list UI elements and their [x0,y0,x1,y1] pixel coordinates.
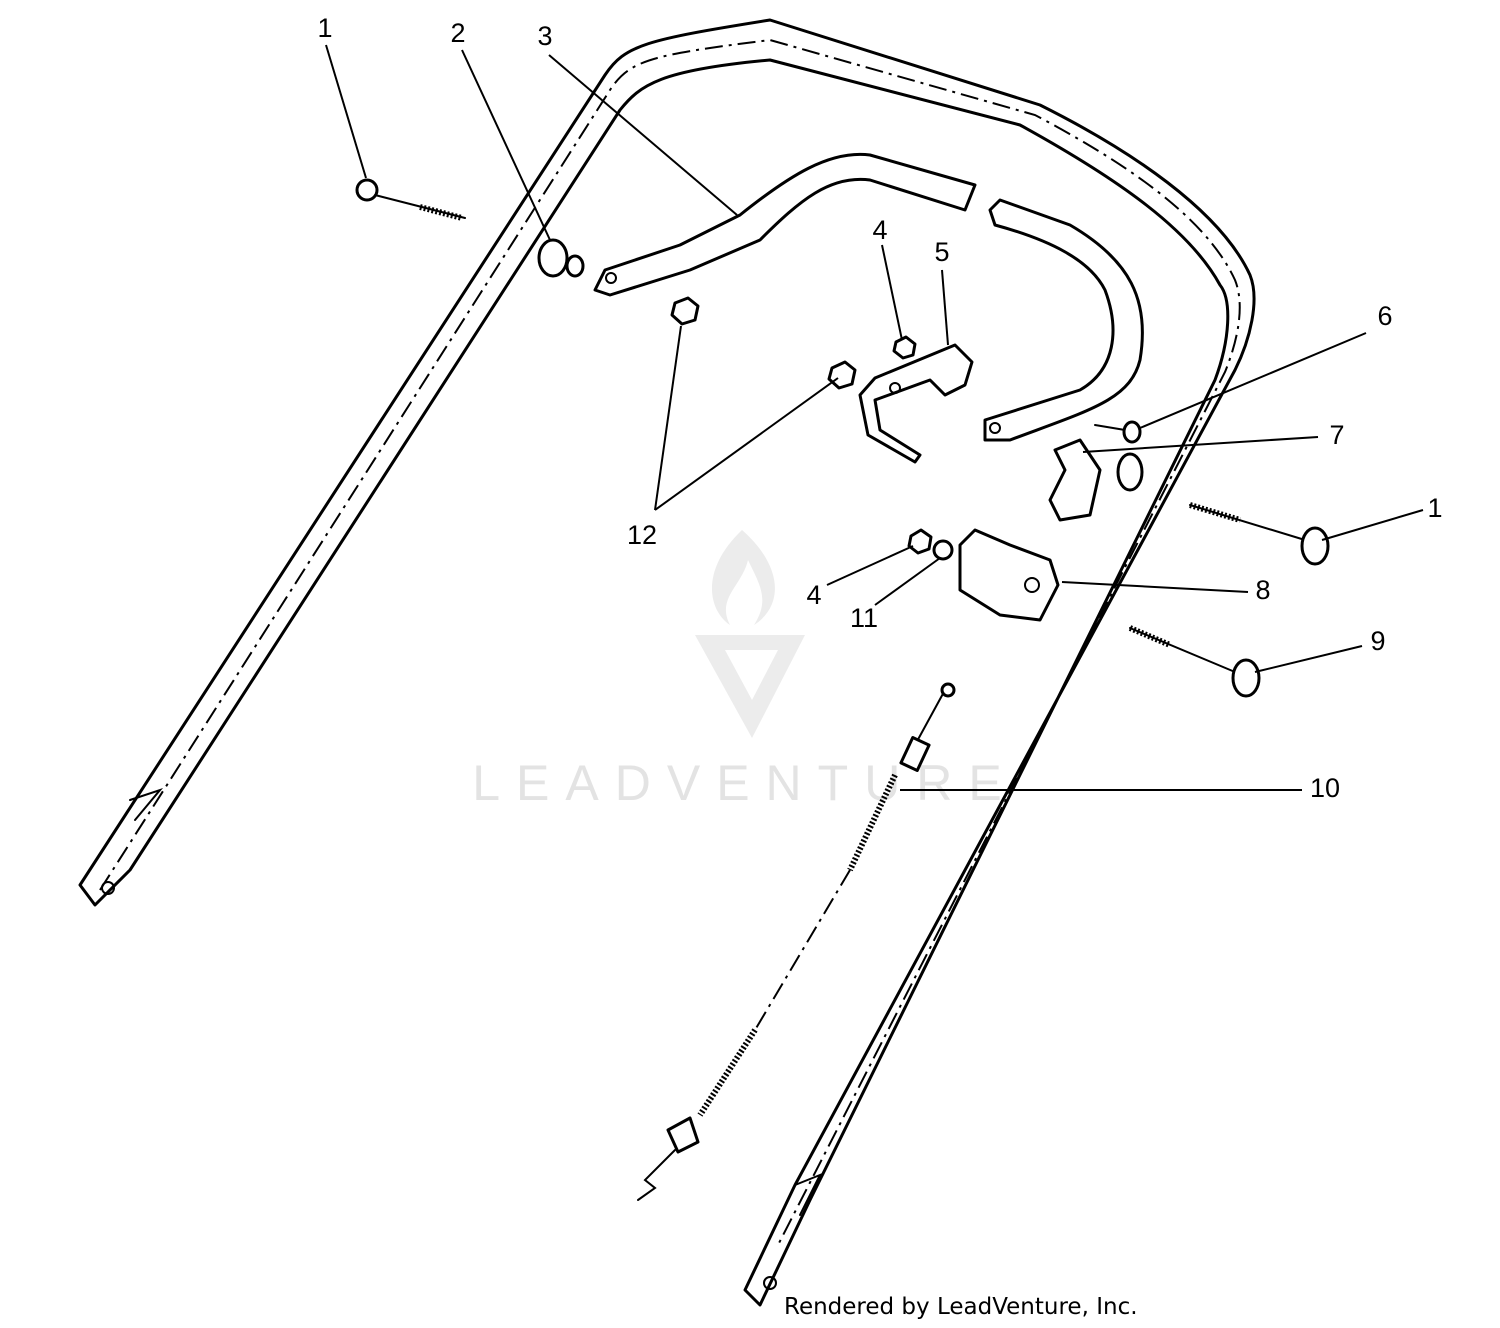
callout-10: 10 [1310,773,1340,803]
cable-guide-8 [958,528,1060,622]
knob-head [1231,658,1261,698]
leadventure-watermark: LEADVENTURE [472,530,1018,811]
leader-4-upper [881,244,903,341]
callout-3: 3 [537,21,552,51]
callout-7: 7 [1329,420,1344,450]
rendered-by-credit: Rendered by LeadVenture, Inc. [784,1294,1138,1320]
handle-assembly [78,18,1256,1307]
control-cable-10 [637,682,956,1201]
right-tube-hole [763,1276,777,1290]
nut-4-lower [907,528,933,555]
callout-6: 6 [1377,301,1392,331]
leader-5 [941,269,949,346]
leader-1-upper [325,44,367,179]
callout-4-upper: 4 [872,215,887,245]
nut-4-upper [892,335,917,360]
right-tube-bend [794,1173,823,1216]
spacer-2 [537,238,585,278]
leader-4-lower [826,545,914,586]
nut-12-right [827,360,857,390]
cable-z-end [637,1149,676,1201]
cable-centerline [754,869,851,1031]
callout-2: 2 [450,18,465,48]
leader-7 [1082,436,1319,453]
callout-1-upper: 1 [317,13,332,43]
bolt-shank [1189,504,1306,541]
bolt-thread [419,204,463,221]
bolt-shank [1129,627,1236,673]
leader-lines [325,44,1424,791]
guide-hole [1024,577,1040,593]
spacer-tip [565,254,585,278]
leader-12-right [654,377,839,511]
bail-handle-right [983,198,1144,442]
leader-8 [1061,581,1249,593]
cable-clip [666,1116,700,1154]
left-tube-bend [129,787,164,821]
v-logo-icon [695,635,805,738]
flame-logo-icon [711,530,775,625]
callout-4-lower: 4 [806,580,821,610]
handle-centerline [99,38,1241,1246]
bail-handle-left [593,152,977,297]
bolt-thread [1189,502,1241,523]
lower-handle-tube [78,18,1256,1307]
left-tube-hole [101,881,115,895]
bracket-5 [858,343,974,464]
knob-body [1048,438,1102,522]
knob-cap [1116,452,1144,492]
bolt-shank [374,194,466,219]
callout-11: 11 [850,603,878,633]
bail-right-hole [989,422,1001,434]
bolt-thread [1128,625,1172,648]
cable-housing-lower [697,1028,758,1117]
cable-top [914,689,946,746]
screw-shank [1094,424,1126,431]
bolt-9 [1128,625,1261,698]
bolt-1-right [1189,502,1330,566]
callout-5: 5 [934,237,949,267]
leader-6 [1139,332,1367,429]
washer-11 [932,539,954,561]
bolt-1-upper [355,178,466,221]
nut-12-left [670,296,700,326]
callout-1-right: 1 [1427,493,1442,523]
upper-bail-handle [593,152,1144,442]
leader-2 [461,49,551,241]
leader-3 [548,54,738,216]
leader-11 [874,557,941,606]
leader-1-right [1321,509,1424,541]
bracket-hole [889,382,901,394]
knob-7 [1048,438,1144,522]
cable-end [940,682,956,698]
callout-labels: 1 2 3 4 5 6 7 1 12 8 4 11 9 10 [317,13,1442,803]
screw-head [1122,420,1142,444]
leader-9 [1254,645,1363,673]
cable-fitting [899,736,931,772]
leader-12-left [654,325,682,511]
knob-head [1300,526,1330,566]
watermark-text: LEADVENTURE [472,755,1018,811]
bail-left-hole [605,272,617,284]
callout-9: 9 [1370,626,1385,656]
cable-housing-upper [847,773,898,872]
screw-6 [1094,420,1142,444]
callout-8: 8 [1255,575,1270,605]
callout-12: 12 [627,520,657,550]
bolt-head [355,178,379,202]
spacer-body [537,238,569,278]
